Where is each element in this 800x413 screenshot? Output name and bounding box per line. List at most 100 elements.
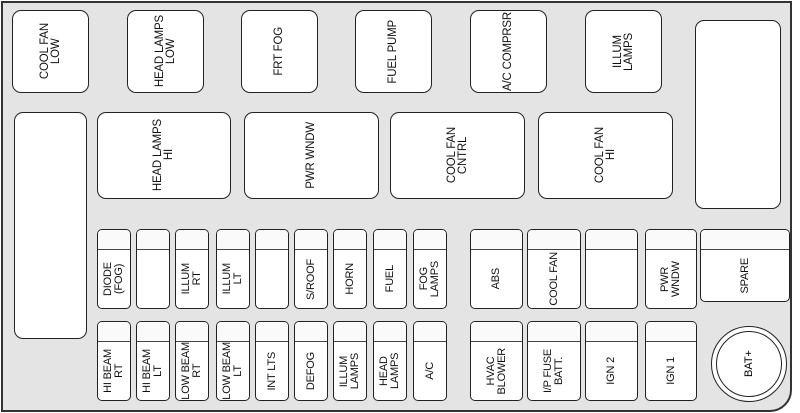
- relay-slot: COOL FAN HI: [538, 112, 673, 199]
- relay-label: COOL FAN CNTRL: [445, 127, 469, 184]
- relay-label: PWR WNDW: [305, 122, 317, 189]
- relay-label: A/C COMPRSR: [502, 12, 514, 91]
- fuse-slot: DEFOG: [294, 321, 328, 401]
- battery-terminal-label: BAT+: [743, 350, 755, 378]
- relay-slot: PWR WNDW: [244, 112, 379, 199]
- fuse-top-strip: [646, 230, 696, 250]
- fuse-slot: ILLUM LAMPS: [333, 321, 367, 401]
- maxi-fuse-label: HVAC BLOWER: [484, 347, 508, 395]
- relay-label: HEAD LAMPS LOW: [153, 15, 177, 88]
- fuse-top-strip: [256, 322, 288, 342]
- fuse-top-strip: [471, 230, 522, 250]
- fuse-label: HEAD LAMPS: [378, 352, 401, 390]
- fuse-slot: HI BEAM RT: [97, 321, 131, 401]
- relay-label: ILLUM LAMPS: [611, 32, 635, 71]
- fuse-top-strip: [217, 322, 249, 342]
- maxi-fuse-slot: HVAC BLOWER: [470, 321, 523, 401]
- fuse-top-strip: [334, 230, 366, 250]
- fuse-top-strip: [646, 322, 696, 342]
- fuse-label: LOW BEAM LT: [221, 342, 244, 400]
- relay-slot: FUEL PUMP: [355, 10, 432, 93]
- relay-label: HEAD LAMPS HI: [152, 119, 175, 192]
- fuse-slot: FOG LAMPS: [413, 229, 447, 309]
- fuse-top-strip: [414, 322, 446, 342]
- relay-slot: COOL FAN LOW: [12, 10, 89, 93]
- maxi-fuse-label: I/P FUSE BATT.: [542, 348, 565, 394]
- fuse-slot: [136, 229, 170, 309]
- fuse-label: ILLUM LT: [221, 263, 244, 295]
- fuse-slot: LOW BEAM LT: [216, 321, 250, 401]
- fuse-slot: LOW BEAM RT: [175, 321, 209, 401]
- maxi-fuse-slot: [585, 229, 638, 309]
- fuse-top-strip: [176, 322, 208, 342]
- fuse-label: ILLUM RT: [180, 263, 203, 295]
- fuse-label: LOW BEAM RT: [180, 342, 203, 400]
- fuse-label: HI BEAM LT: [141, 349, 164, 393]
- fuse-slot: HI BEAM LT: [136, 321, 170, 401]
- fuse-top-strip: [217, 230, 249, 250]
- maxi-fuse-slot: SPARE: [700, 229, 790, 302]
- fuse-slot: HORN: [333, 229, 367, 309]
- fuse-slot: DIODE (FOG): [97, 229, 131, 309]
- fuse-top-strip: [256, 230, 288, 250]
- fuse-top-strip: [374, 322, 406, 342]
- battery-terminal: BAT+: [711, 326, 787, 402]
- fuse-slot: FUEL: [373, 229, 407, 309]
- fuse-top-strip: [98, 230, 130, 250]
- fuse-top-strip: [374, 230, 406, 250]
- fuse-top-strip: [295, 230, 327, 250]
- maxi-fuse-label: COOL FAN: [547, 252, 560, 306]
- fuse-top-strip: [586, 230, 637, 250]
- fuse-label: A/C: [423, 362, 436, 380]
- relay-slot: HEAD LAMPS LOW: [127, 10, 204, 93]
- fuse-slot: ILLUM LT: [216, 229, 250, 309]
- relay-slot: HEAD LAMPS HI: [97, 112, 231, 199]
- fuse-label: DIODE (FOG): [102, 262, 125, 296]
- maxi-fuse-label: IGN 1: [664, 357, 677, 385]
- maxi-fuse-label: ABS: [490, 268, 502, 290]
- fuse-label: S/ROOF: [304, 258, 317, 300]
- relay-label: FRT FOG: [273, 27, 285, 76]
- maxi-fuse-slot: I/P FUSE BATT.: [527, 321, 581, 401]
- maxi-fuse-slot: ABS: [470, 229, 523, 309]
- maxi-fuse-slot: PWR WNDW: [645, 229, 697, 309]
- relay-label: COOL FAN LOW: [38, 23, 62, 80]
- fuse-slot: INT LTS: [255, 321, 289, 401]
- fuse-top-strip: [528, 230, 580, 250]
- fuse-slot: ILLUM RT: [175, 229, 209, 309]
- fuse-top-strip: [176, 230, 208, 250]
- relay-label: COOL FAN HI: [593, 127, 617, 184]
- fuse-slot: S/ROOF: [294, 229, 328, 309]
- fuse-slot: [255, 229, 289, 309]
- fuse-top-strip: [701, 230, 789, 250]
- maxi-fuse-slot: COOL FAN: [527, 229, 581, 309]
- maxi-fuse-label: PWR WNDW: [659, 261, 682, 297]
- fuse-label: INT LTS: [265, 351, 278, 391]
- fuse-top-strip: [471, 322, 522, 342]
- relay-slot: A/C COMPRSR: [470, 10, 547, 93]
- fuse-label: HORN: [343, 263, 356, 295]
- fuse-label: DEFOG: [304, 351, 317, 391]
- fuse-top-strip: [137, 322, 169, 342]
- maxi-fuse-slot: IGN 2: [585, 321, 638, 401]
- relay-slot: FRT FOG: [241, 10, 318, 93]
- fuse-label: HI BEAM RT: [102, 349, 125, 393]
- relay-label: FUEL PUMP: [387, 19, 399, 84]
- fuse-top-strip: [528, 322, 580, 342]
- fuse-top-strip: [137, 230, 169, 250]
- relay-slot: [695, 20, 781, 209]
- relay-slot: COOL FAN CNTRL: [390, 112, 525, 199]
- fuse-label: FUEL: [383, 265, 396, 293]
- relay-slot: [14, 112, 87, 339]
- fuse-label: FOG LAMPS: [418, 260, 441, 298]
- fuse-slot: HEAD LAMPS: [373, 321, 407, 401]
- fuse-top-strip: [98, 322, 130, 342]
- relay-slot: ILLUM LAMPS: [585, 10, 662, 93]
- fuse-slot: A/C: [413, 321, 447, 401]
- maxi-fuse-slot: IGN 1: [645, 321, 697, 401]
- fuse-top-strip: [414, 230, 446, 250]
- fuse-top-strip: [586, 322, 637, 342]
- fuse-label: ILLUM LAMPS: [338, 352, 361, 390]
- fuse-top-strip: [295, 322, 327, 342]
- fuse-top-strip: [334, 322, 366, 342]
